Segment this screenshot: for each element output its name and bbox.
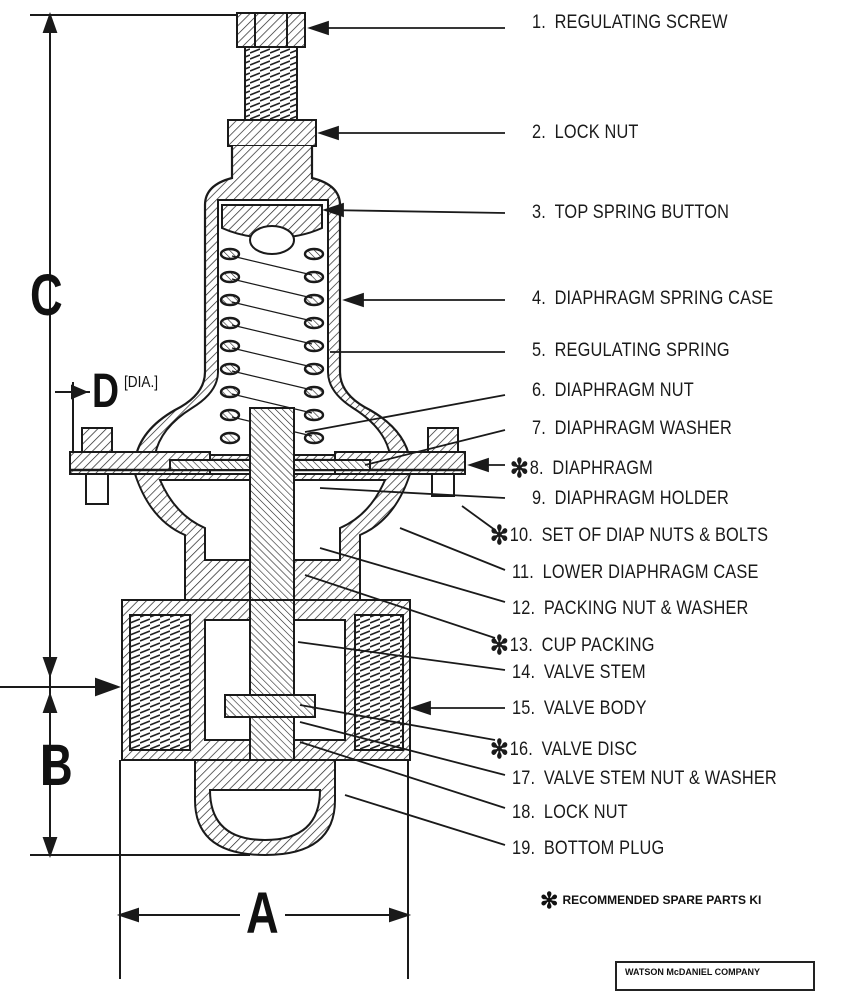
- part-number: 19.: [512, 838, 536, 859]
- part-number: 3.: [532, 202, 546, 223]
- dimension-d-label: D: [92, 365, 120, 418]
- part-item: 2. LOCK NUT: [532, 122, 639, 144]
- part-number: 14.: [512, 662, 536, 683]
- part-number: 10.: [509, 525, 534, 546]
- regulating-spring: [219, 247, 325, 445]
- dimension-a-label: A: [246, 881, 279, 946]
- part-item: 4. DIAPHRAGM SPRING CASE: [532, 288, 773, 310]
- part-item: 1. REGULATING SCREW: [532, 12, 728, 34]
- part-label: DIAPHRAGM HOLDER: [554, 488, 729, 509]
- part-number: 11.: [512, 562, 535, 583]
- part-number: 9.: [532, 488, 546, 509]
- part-item: ✻13. CUP PACKING: [490, 630, 655, 661]
- spare-part-star-icon: ✻: [510, 453, 529, 483]
- part-item: 6. DIAPHRAGM NUT: [532, 380, 694, 402]
- part-label: VALVE DISC: [541, 739, 638, 760]
- part-number: 7.: [532, 418, 546, 439]
- part-number: 18.: [512, 802, 536, 823]
- part-label: REGULATING SCREW: [554, 12, 728, 33]
- diaphragm-bolts: [81, 427, 459, 505]
- part-label: VALVE BODY: [543, 698, 647, 719]
- part-number: 17.: [512, 768, 536, 789]
- part-label: DIAPHRAGM: [552, 458, 653, 479]
- spare-parts-text: RECOMMENDED SPARE PARTS KI: [562, 893, 762, 907]
- part-number: 12.: [512, 598, 536, 619]
- part-label: LOWER DIAPHRAGM CASE: [542, 562, 759, 583]
- part-item: 5. REGULATING SPRING: [532, 340, 730, 362]
- part-number: 6.: [532, 380, 546, 401]
- part-item: ✻16. VALVE DISC: [490, 734, 637, 765]
- part-label: DIAPHRAGM SPRING CASE: [554, 288, 774, 309]
- part-number: 13.: [509, 635, 534, 656]
- part-label: CUP PACKING: [541, 635, 655, 656]
- leader-lines: [297, 20, 506, 846]
- spare-part-star-icon: ✻: [490, 630, 509, 660]
- part-number: 1.: [532, 12, 546, 33]
- part-item: 7. DIAPHRAGM WASHER: [532, 418, 732, 440]
- part-number: 5.: [532, 340, 546, 361]
- part-item: 11. LOWER DIAPHRAGM CASE: [512, 562, 759, 584]
- part-label: LOCK NUT: [554, 122, 639, 143]
- spare-parts-footnote: ✻RECOMMENDED SPARE PARTS KI: [540, 888, 761, 914]
- part-item: 12. PACKING NUT & WASHER: [512, 598, 749, 620]
- part-label: TOP SPRING BUTTON: [554, 202, 730, 223]
- part-label: SET OF DIAP NUTS & BOLTS: [541, 525, 769, 546]
- valve-disc: [224, 694, 316, 718]
- part-item: ✻10. SET OF DIAP NUTS & BOLTS: [490, 520, 768, 551]
- part-item: 19. BOTTOM PLUG: [512, 838, 664, 860]
- part-number: 4.: [532, 288, 546, 309]
- part-number: 16.: [509, 739, 534, 760]
- part-label: VALVE STEM: [543, 662, 646, 683]
- spare-part-star-icon: ✻: [490, 734, 509, 764]
- part-item: ✻8. DIAPHRAGM: [510, 453, 653, 484]
- spare-star-icon: ✻: [540, 888, 559, 913]
- part-label: DIAPHRAGM WASHER: [554, 418, 732, 439]
- dimension-c-label: C: [30, 263, 63, 328]
- part-label: PACKING NUT & WASHER: [543, 598, 749, 619]
- part-number: 15.: [512, 698, 536, 719]
- part-label: LOCK NUT: [543, 802, 628, 823]
- dimension-b-label: B: [40, 733, 73, 798]
- part-item: 3. TOP SPRING BUTTON: [532, 202, 729, 224]
- part-label: VALVE STEM NUT & WASHER: [543, 768, 777, 789]
- part-item: 15. VALVE BODY: [512, 698, 647, 720]
- company-nameplate: WATSON McDANIEL COMPANY: [615, 961, 815, 991]
- part-number: 2.: [532, 122, 546, 143]
- part-number: 8.: [529, 458, 544, 479]
- dimension-d-note: [DIA.]: [124, 374, 159, 391]
- part-label: REGULATING SPRING: [554, 340, 730, 361]
- part-item: 18. LOCK NUT: [512, 802, 628, 824]
- part-item: 9. DIAPHRAGM HOLDER: [532, 488, 729, 510]
- part-label: DIAPHRAGM NUT: [554, 380, 694, 401]
- spare-part-star-icon: ✻: [490, 520, 509, 550]
- lock-nut-top: [227, 119, 317, 147]
- dimension-lines: [0, 11, 412, 979]
- part-label: BOTTOM PLUG: [543, 838, 665, 859]
- part-item: 17. VALVE STEM NUT & WASHER: [512, 768, 777, 790]
- part-item: 14. VALVE STEM: [512, 662, 646, 684]
